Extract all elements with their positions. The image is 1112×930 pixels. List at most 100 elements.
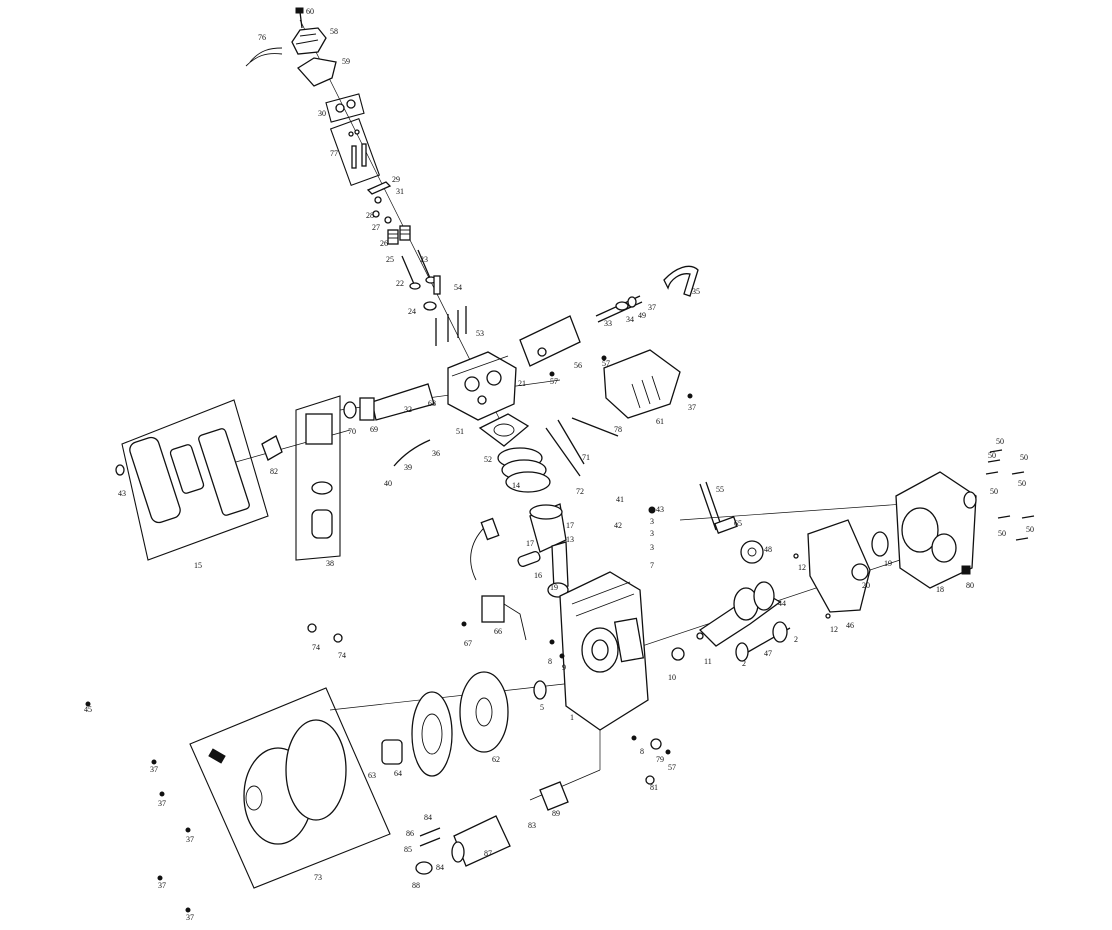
part-fuel-line-39	[393, 439, 431, 467]
part-plate-30	[325, 93, 365, 123]
part-label-57: 57	[668, 763, 676, 772]
part-label-78: 78	[614, 425, 622, 434]
part-label-74: 74	[338, 651, 346, 660]
part-heat-shield-56	[519, 315, 581, 367]
part-crankcase-1	[559, 571, 649, 731]
part-label-19: 19	[884, 559, 892, 568]
part-intake-manifold-32	[371, 383, 435, 421]
part-label-60: 60	[306, 7, 314, 16]
part-label-57: 57	[602, 359, 610, 368]
part-spark-plug-54	[433, 275, 441, 295]
part-label-8: 8	[548, 657, 552, 666]
part-label-63: 63	[368, 771, 376, 780]
part-label-2: 2	[794, 635, 798, 644]
part-label-37: 37	[648, 303, 656, 312]
part-label-58: 58	[330, 27, 338, 36]
part-label-76: 76	[258, 33, 266, 42]
part-label-10: 10	[668, 673, 676, 682]
part-label-59: 59	[342, 57, 350, 66]
part-label-39: 39	[404, 463, 412, 472]
part-label-36: 36	[432, 449, 440, 458]
part-label-20: 20	[862, 581, 870, 590]
part-label-82: 82	[270, 467, 278, 476]
part-head-bolts-53	[435, 306, 467, 346]
part-starter-cup-64	[381, 739, 403, 765]
part-label-38: 38	[326, 559, 334, 568]
part-cylinder-head-21	[447, 351, 517, 421]
part-label-71: 71	[582, 453, 590, 462]
part-label-54: 54	[454, 283, 462, 292]
part-label-21: 21	[518, 379, 526, 388]
part-label-50: 50	[998, 529, 1006, 538]
part-label-41: 41	[616, 495, 624, 504]
part-label-52: 52	[484, 455, 492, 464]
part-label-62: 62	[492, 755, 500, 764]
part-label-11: 11	[704, 657, 712, 666]
part-label-23: 23	[420, 255, 428, 264]
part-label-29: 29	[392, 175, 400, 184]
part-label-31: 31	[396, 187, 404, 196]
part-starter-parts	[415, 827, 441, 875]
part-carburetor-box-38	[295, 395, 341, 561]
part-label-37: 37	[186, 835, 194, 844]
part-rocker-arms	[366, 181, 392, 224]
part-bolts-50	[985, 449, 1035, 541]
part-fan-63	[411, 691, 453, 777]
part-label-28: 28	[366, 211, 374, 220]
part-connecting-rod-19	[547, 541, 569, 598]
part-label-68: 68	[428, 399, 436, 408]
part-push-rods-55	[699, 481, 723, 531]
part-tappet-65	[714, 516, 738, 534]
part-label-30: 30	[318, 109, 326, 118]
part-label-1: 1	[570, 713, 574, 722]
part-label-37: 37	[186, 913, 194, 922]
part-gasket-46	[807, 519, 871, 613]
part-bearing-19b	[871, 531, 889, 557]
part-label-50: 50	[1018, 479, 1026, 488]
part-valve-kit-box-77	[329, 117, 381, 187]
part-label-57: 57	[550, 377, 558, 386]
part-rods-71-72	[545, 419, 585, 477]
part-bracket-89	[539, 781, 569, 811]
part-plug-80	[961, 565, 971, 575]
part-label-85: 85	[404, 845, 412, 854]
part-rotor-62	[459, 671, 509, 753]
part-label-35: 35	[692, 287, 700, 296]
part-exhaust-studs	[595, 295, 643, 323]
part-label-16: 16	[534, 571, 542, 580]
part-label-25: 25	[386, 255, 394, 264]
part-label-37: 37	[150, 765, 158, 774]
part-label-55: 55	[716, 485, 724, 494]
part-gear-48	[740, 540, 764, 564]
part-label-86: 86	[406, 829, 414, 838]
part-governor-20	[851, 563, 869, 581]
part-label-49: 49	[638, 311, 646, 320]
part-label-44: 44	[778, 599, 786, 608]
part-label-47: 47	[764, 649, 772, 658]
part-ignition-coil-66	[470, 517, 527, 641]
part-label-9: 9	[562, 663, 566, 672]
part-label-83: 83	[528, 821, 536, 830]
part-label-64: 64	[394, 769, 402, 778]
part-label-61: 61	[656, 417, 664, 426]
part-label-3: 3	[650, 543, 654, 552]
part-label-12: 12	[798, 563, 806, 572]
part-label-84: 84	[424, 813, 432, 822]
part-label-50: 50	[1026, 525, 1034, 534]
part-label-89: 89	[552, 809, 560, 818]
part-label-45: 45	[84, 705, 92, 714]
part-crankshaft-44	[698, 581, 782, 647]
part-label-80: 80	[966, 581, 974, 590]
part-valve-springs	[387, 225, 411, 245]
part-label-42: 42	[614, 521, 622, 530]
part-seal-5	[533, 680, 547, 700]
part-label-43: 43	[118, 489, 126, 498]
part-side-cover-18	[895, 471, 977, 589]
part-label-53: 53	[476, 329, 484, 338]
part-label-15: 15	[194, 561, 202, 570]
part-label-72: 72	[576, 487, 584, 496]
part-label-27: 27	[372, 223, 380, 232]
part-camshaft-47	[735, 621, 791, 662]
